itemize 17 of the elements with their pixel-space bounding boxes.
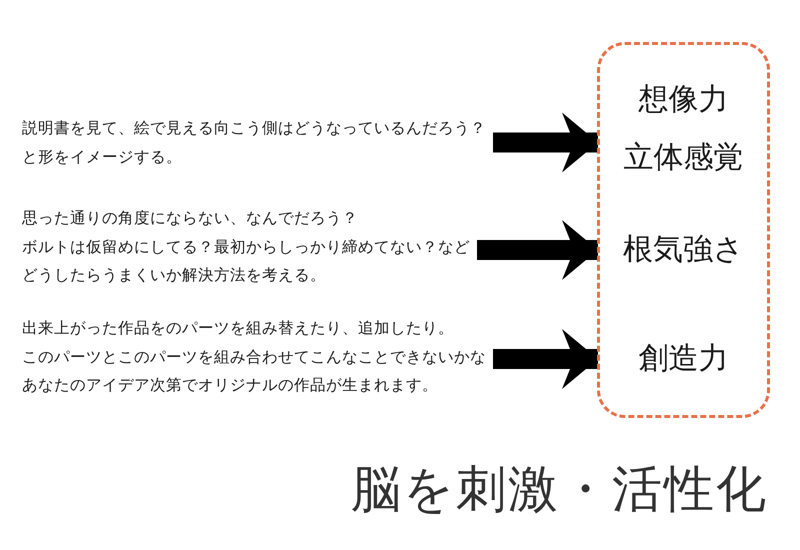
description-text: 思った通りの角度にならない、なんでだろう？ [22,208,359,229]
description-text: どうしたらうまくいか解決方法を考える。 [22,265,327,286]
description-text: あなたのアイデア次第でオリジナルの作品が生まれます。 [22,375,439,396]
arrow [493,329,598,389]
description-text: ボルトは仮留めにしてる？最初からしっかり締めてない？など [22,236,470,258]
arrow [477,220,598,280]
heading: 脳を刺激・活性化 [351,459,768,520]
description-text: 出来上がった作品をのパーツを組み替えたり、追加したり。 [22,318,455,339]
skill-label: 根気強さ [622,231,745,269]
skill-label: 創造力 [638,340,730,378]
dashed-box [597,42,770,418]
description-text: このパーツとこのパーツを組み合わせてこんなことできないかな [22,346,486,368]
description-text: 説明書を見て、絵で見える向こう側はどうなっているんだろう？ [22,118,486,139]
description-text: と形をイメージする。 [22,146,183,168]
arrow [493,112,598,172]
skill-label: 想像力 [637,81,730,119]
skill-label: 立体感覚 [622,139,744,177]
